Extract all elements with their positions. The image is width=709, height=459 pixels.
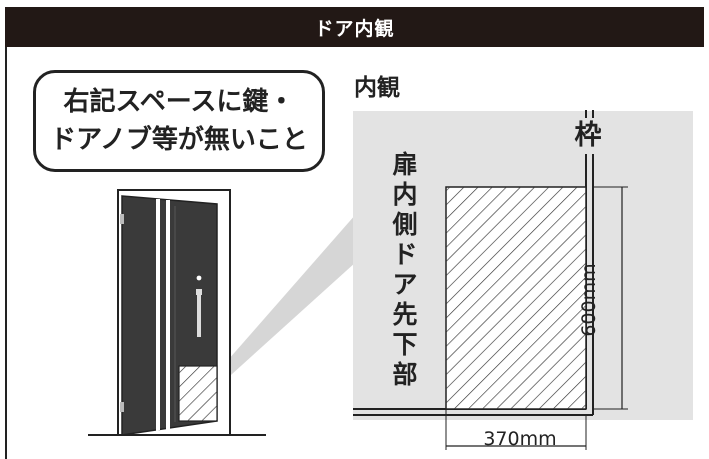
frame-label: 枠 bbox=[566, 118, 610, 154]
header-title: ドア内観 bbox=[314, 17, 395, 40]
inner-view-drawing bbox=[353, 110, 693, 450]
door-illustration bbox=[88, 189, 266, 436]
door-side-label: 扉内側 bbox=[392, 150, 418, 239]
callout-cone bbox=[221, 214, 356, 384]
width-dimension-label: 370mm bbox=[483, 428, 557, 450]
door-glass-strip bbox=[166, 200, 170, 430]
height-dimension-label: 600mm bbox=[578, 263, 600, 337]
door-bottom-label: ドア先下部 bbox=[392, 240, 418, 389]
door-handle-bar bbox=[197, 293, 201, 337]
inner-view-title: 内観 bbox=[354, 75, 400, 101]
door-key-cylinder bbox=[196, 275, 202, 281]
callout-line-1: 右記スペースに鍵・ bbox=[63, 87, 295, 117]
door-glass-strip bbox=[156, 199, 160, 431]
callout-box: 右記スペースに鍵・ ドアノブ等が無いこと bbox=[33, 70, 325, 172]
header-bar: ドア内観 bbox=[5, 7, 704, 47]
left-border-line bbox=[5, 47, 7, 459]
callout-line-2: ドアノブ等が無いこと bbox=[50, 125, 308, 155]
door-handle bbox=[196, 289, 202, 295]
